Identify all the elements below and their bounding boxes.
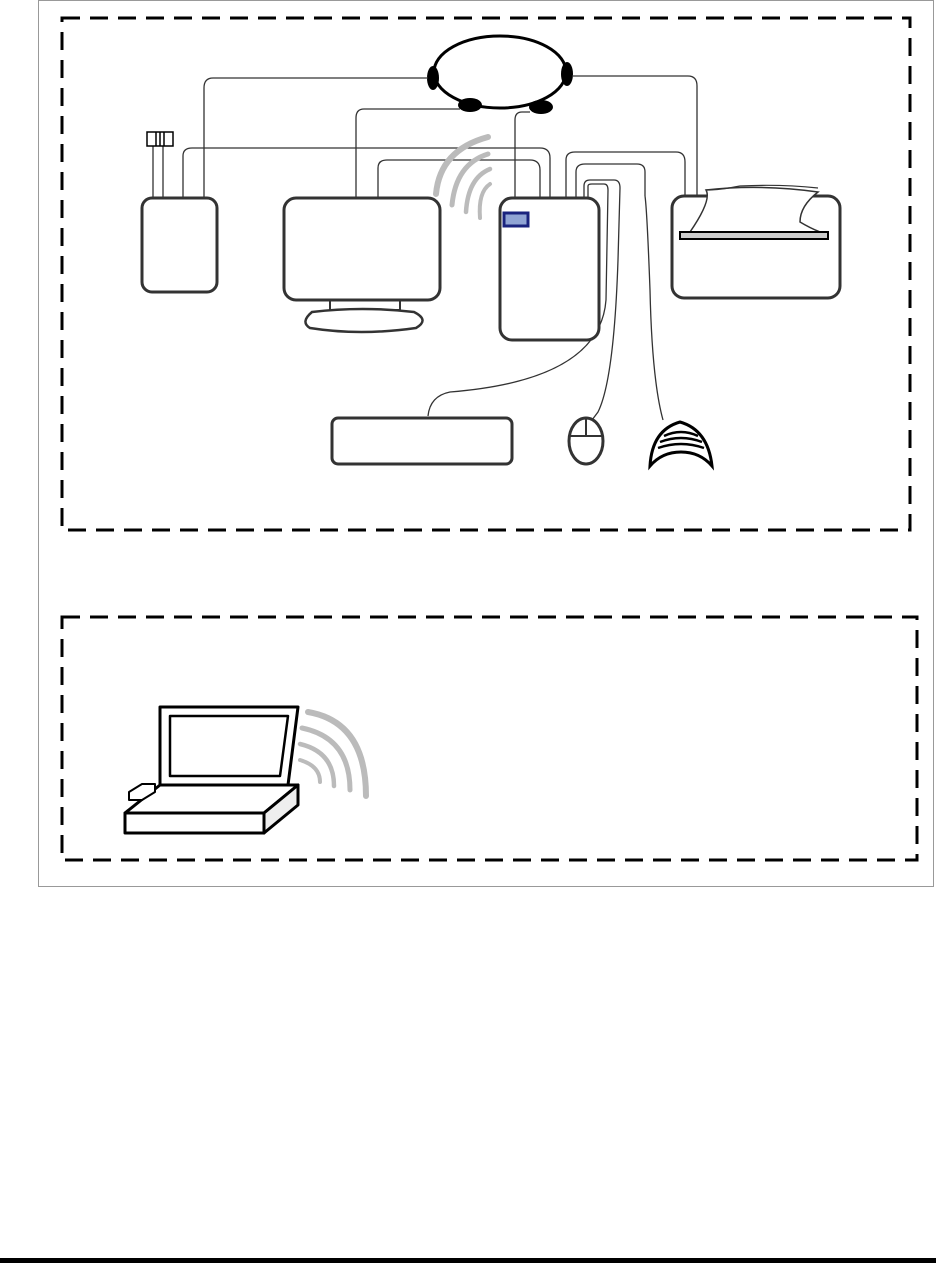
computer-tower-icon — [500, 198, 599, 340]
monitor-icon — [284, 198, 440, 332]
modem-icon — [142, 198, 217, 292]
printer-icon — [672, 185, 840, 298]
wifi-adapter-icon — [504, 213, 528, 226]
laptop-icon — [125, 707, 298, 833]
laptop-wifi-signal-icon — [300, 712, 366, 796]
wifi-signal-icon — [436, 137, 490, 218]
page-bottom-rule — [0, 1258, 936, 1263]
connector-icon — [147, 132, 173, 146]
keyboard-icon — [332, 418, 512, 464]
mouse-icon — [569, 418, 603, 464]
headset-icon — [427, 36, 573, 114]
gaming-controller-icon — [650, 422, 712, 466]
